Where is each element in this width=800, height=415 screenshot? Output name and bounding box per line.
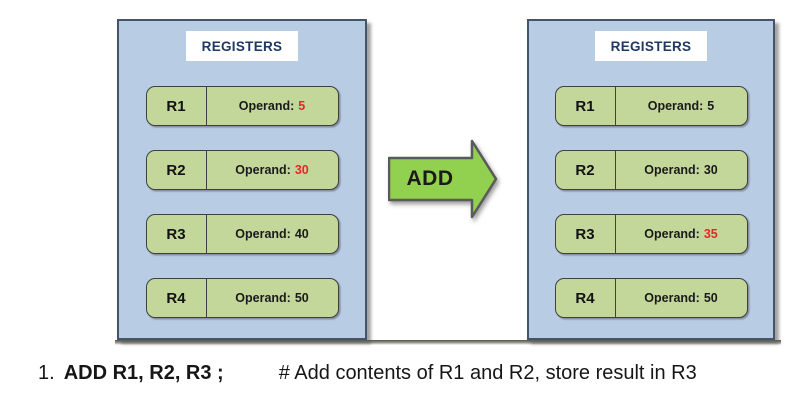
- register-row-r4: R4 Operand: 50: [554, 278, 748, 318]
- register-name: R3: [147, 215, 207, 253]
- register-operand: Operand: 5: [207, 87, 338, 125]
- operand-value: 5: [298, 99, 306, 113]
- register-panel-before: REGISTERS R1 Operand: 5 R2 Operand: 30 R…: [117, 19, 367, 340]
- comment-text: # Add contents of R1 and R2, store resul…: [278, 362, 697, 384]
- operand-label: Operand:: [235, 227, 291, 241]
- operand-label: Operand:: [644, 291, 700, 305]
- register-row-r4: R4 Operand: 50: [145, 278, 339, 318]
- register-row-r1: R1 Operand: 5: [145, 86, 339, 126]
- operand-label: Operand:: [644, 163, 700, 177]
- instruction-text: ADD R1, R2, R3 ;: [63, 362, 224, 384]
- operand-value: 40: [294, 227, 309, 241]
- register-name: R1: [556, 87, 616, 125]
- register-panel-after: REGISTERS R1 Operand: 5 R2 Operand: 30 R…: [527, 19, 775, 340]
- register-name: R2: [556, 151, 616, 189]
- register-row-r2: R2 Operand: 30: [554, 150, 748, 190]
- register-row-r1: R1 Operand: 5: [554, 86, 748, 126]
- panel-title: REGISTERS: [186, 31, 298, 61]
- operand-value: 35: [703, 227, 718, 241]
- right-arrow-icon: [388, 139, 498, 219]
- operand-value: 30: [294, 163, 309, 177]
- register-operand: Operand: 30: [207, 151, 338, 189]
- register-operand: Operand: 40: [207, 215, 338, 253]
- operand-label: Operand:: [235, 163, 291, 177]
- register-operand: Operand: 50: [207, 279, 338, 317]
- operand-value: 30: [703, 163, 718, 177]
- bottom-shadow-line: [115, 340, 781, 345]
- operand-value: 5: [707, 99, 715, 113]
- caption: 1. ADD R1, R2, R3 ; # Add contents of R1…: [38, 362, 697, 385]
- operand-value: 50: [703, 291, 718, 305]
- register-operand: Operand: 50: [616, 279, 747, 317]
- operand-label: Operand:: [235, 291, 291, 305]
- arrow-label: ADD: [406, 167, 454, 190]
- operand-label: Operand:: [238, 99, 295, 113]
- register-row-r3: R3 Operand: 35: [554, 214, 748, 254]
- add-arrow: ADD: [388, 139, 498, 219]
- panel-title: REGISTERS: [595, 31, 707, 61]
- panel-title-label: REGISTERS: [610, 38, 692, 54]
- register-rows: R1 Operand: 5 R2 Operand: 30 R3 Operand:…: [529, 86, 773, 318]
- operand-value: 50: [294, 291, 309, 305]
- operand-label: Operand:: [647, 99, 704, 113]
- register-name: R4: [147, 279, 207, 317]
- register-operand: Operand: 35: [616, 215, 747, 253]
- register-rows: R1 Operand: 5 R2 Operand: 30 R3 Operand:…: [119, 86, 365, 318]
- register-operand: Operand: 5: [616, 87, 747, 125]
- register-name: R1: [147, 87, 207, 125]
- register-row-r2: R2 Operand: 30: [145, 150, 339, 190]
- register-name: R4: [556, 279, 616, 317]
- operand-label: Operand:: [644, 227, 700, 241]
- register-row-r3: R3 Operand: 40: [145, 214, 339, 254]
- register-operand: Operand: 30: [616, 151, 747, 189]
- caption-list-number: 1.: [38, 362, 55, 384]
- register-name: R3: [556, 215, 616, 253]
- panel-title-label: REGISTERS: [201, 38, 283, 54]
- register-name: R2: [147, 151, 207, 189]
